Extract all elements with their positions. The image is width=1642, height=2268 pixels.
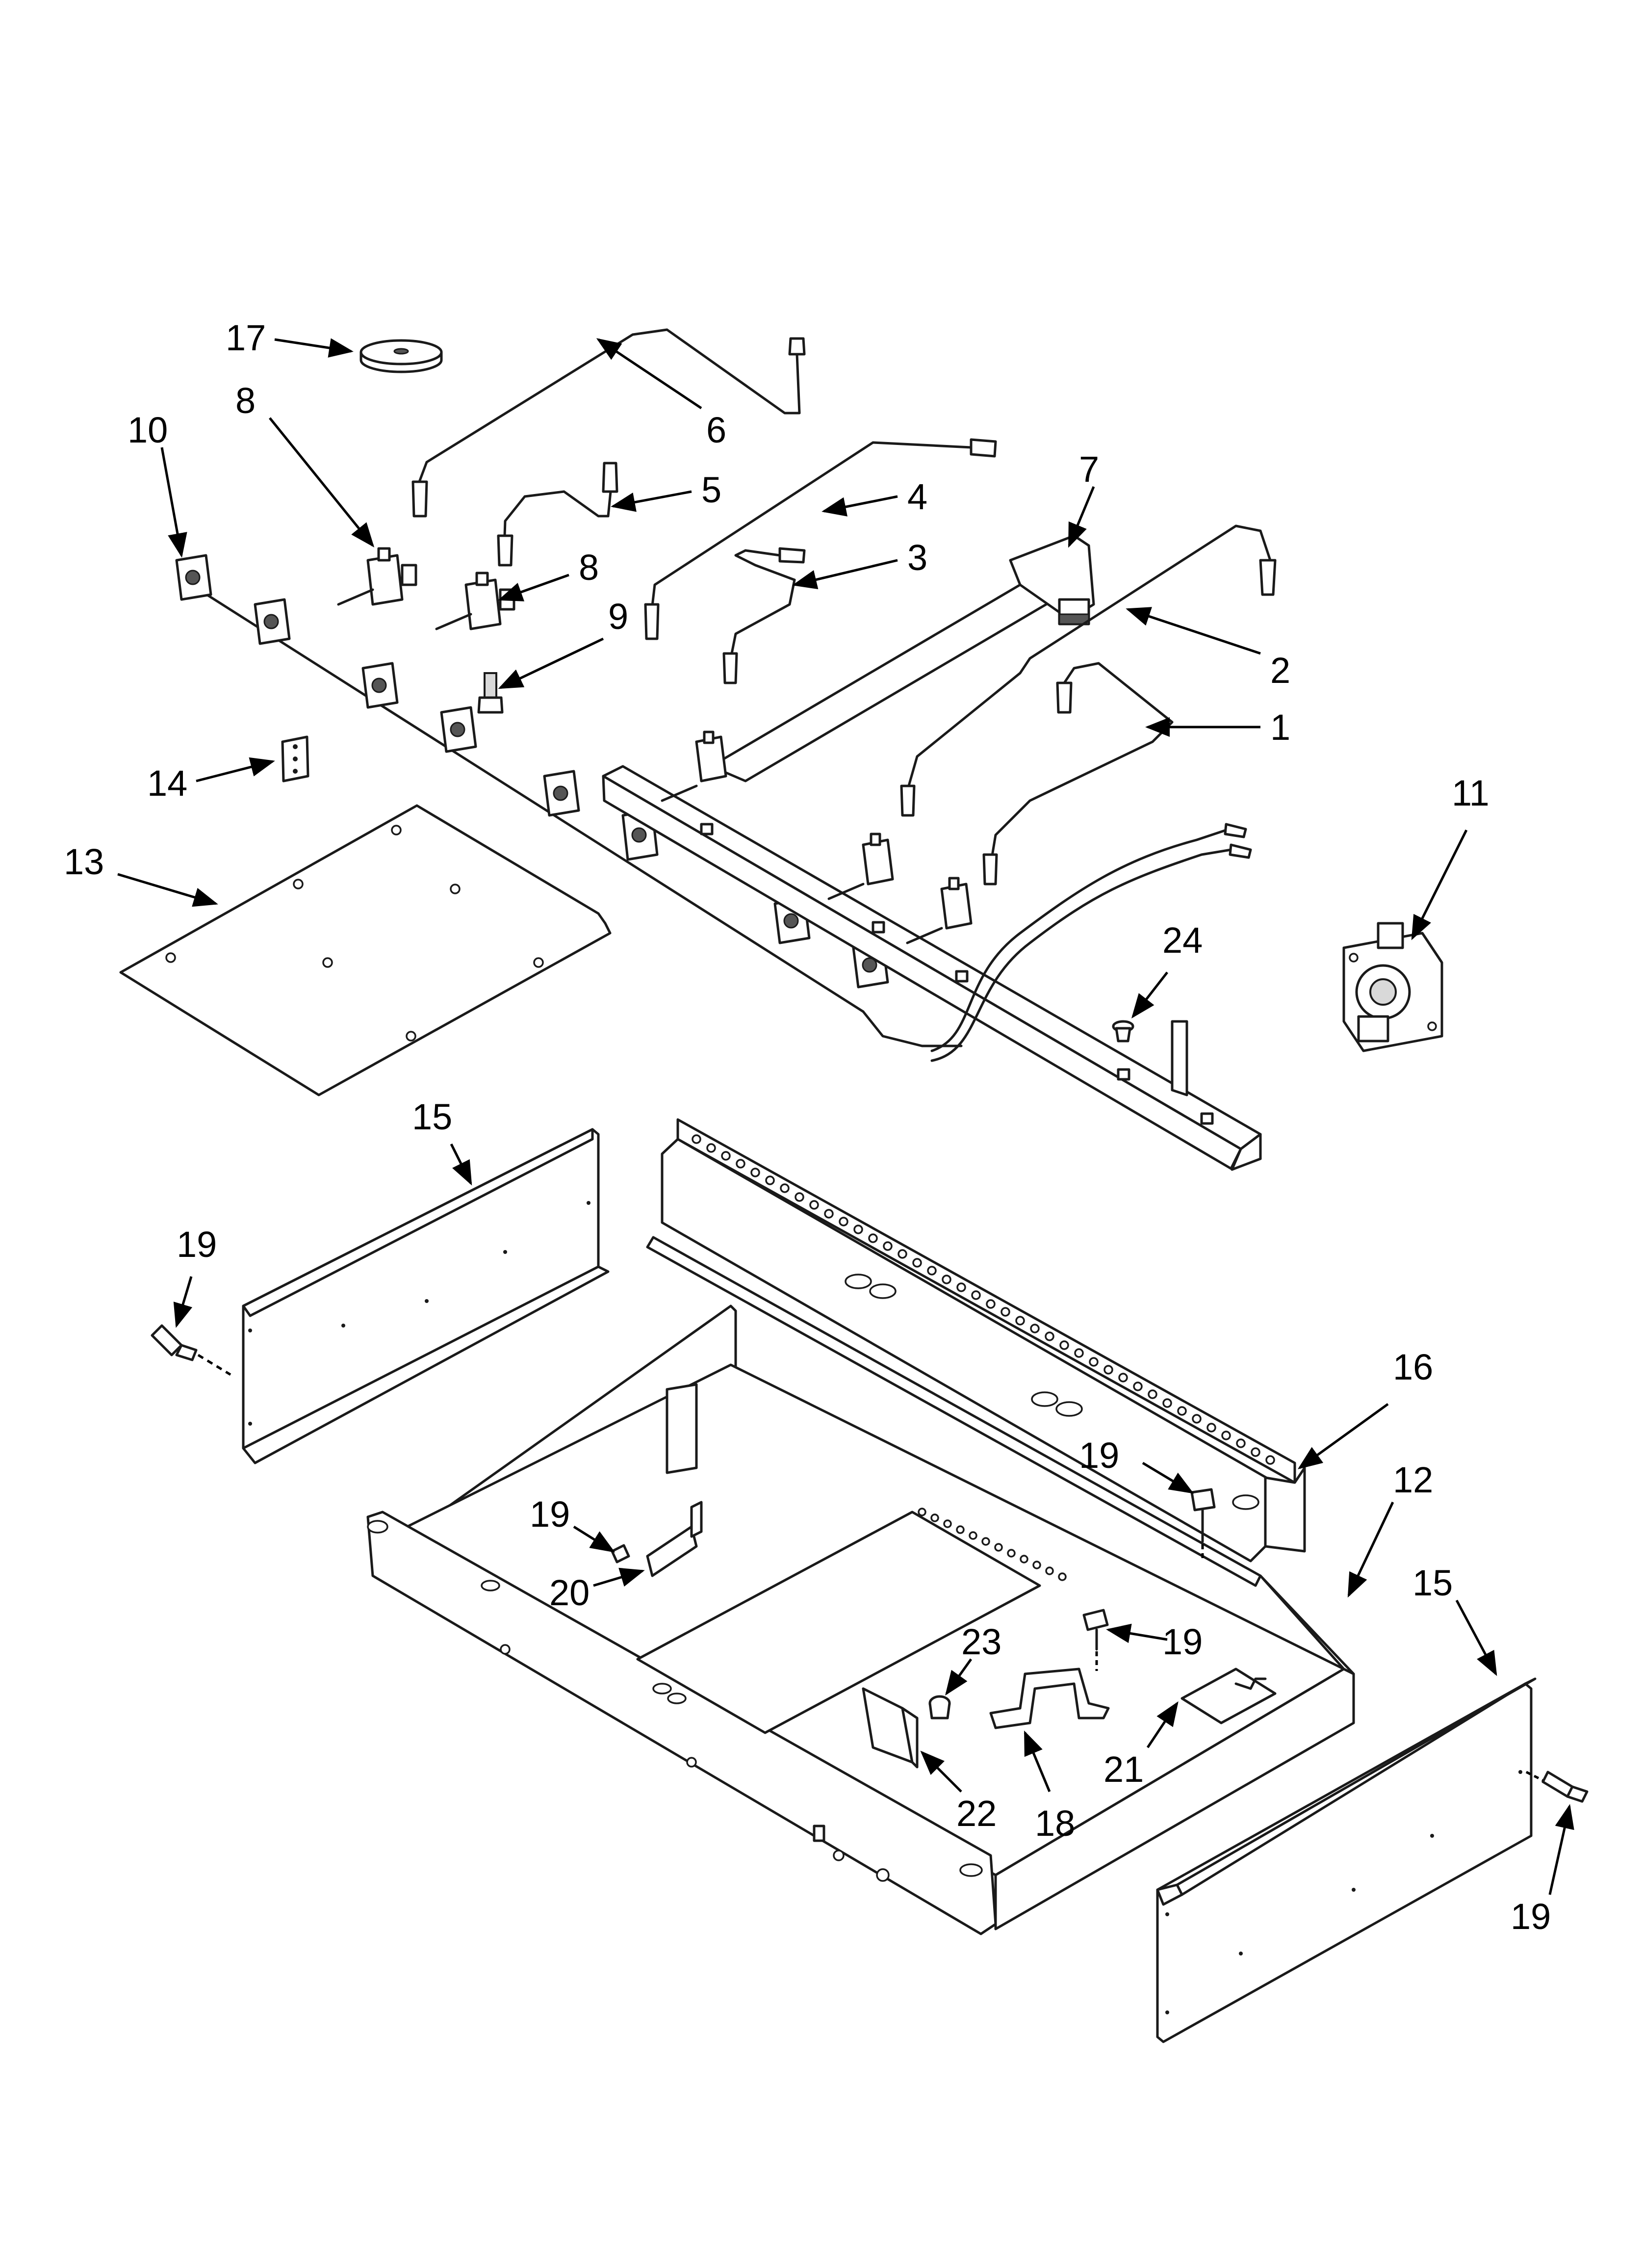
part-22-bracket	[862, 1687, 919, 1769]
part-9-orifice	[477, 672, 504, 714]
part-19-screw-box	[1190, 1488, 1216, 1561]
part-5-gas-tube	[497, 462, 618, 567]
callout-4: 4	[907, 476, 927, 517]
part-23-grommet	[928, 1695, 951, 1720]
part-8-valve-lower	[435, 572, 515, 630]
callout-6: 6	[706, 410, 726, 450]
part-11-pressure-regulator	[1342, 922, 1443, 1052]
callout-22: 22	[956, 1793, 997, 1834]
switch-4	[440, 706, 477, 753]
part-8-valve-upper	[337, 547, 417, 606]
callout-16: 16	[1393, 1347, 1433, 1387]
callout-18: 18	[1035, 1803, 1075, 1844]
part-13-sheet	[119, 804, 612, 1096]
part-6-gas-tube	[411, 328, 806, 518]
callout-20: 20	[549, 1572, 590, 1613]
part-12-base-tray	[366, 1304, 1355, 1935]
callout-14: 14	[147, 763, 187, 804]
manifold-valve-2	[827, 833, 894, 900]
part-19-screw-right	[1525, 1771, 1589, 1803]
switch-3	[361, 662, 399, 709]
part-4-gas-tube	[644, 438, 997, 640]
part-18-bracket	[989, 1668, 1110, 1729]
callout-19-box: 19	[1079, 1435, 1119, 1476]
switch-2	[254, 598, 291, 645]
callout-15-left: 15	[412, 1096, 452, 1137]
part-1-gas-tube	[982, 662, 1174, 886]
callout-leaders	[117, 338, 1574, 1895]
part-3-gas-tube	[722, 547, 806, 684]
callout-8-upper: 8	[235, 380, 256, 421]
callout-labels: 1 2 3 4 5 6 7 8 8 9 10 11 12 13 14 15 15…	[64, 317, 1551, 1937]
part-7-burner-tube	[710, 534, 1095, 782]
part-21-plate	[1180, 1668, 1277, 1724]
switch-1	[175, 554, 212, 601]
floor-ports	[918, 1508, 1067, 1581]
callout-13: 13	[64, 841, 104, 882]
part-16-burner-box	[646, 1118, 1306, 1587]
callout-23: 23	[961, 1621, 1001, 1662]
callout-19-middle: 19	[1162, 1621, 1203, 1662]
callout-19-right: 19	[1511, 1896, 1551, 1937]
part-2-gas-tube	[900, 524, 1277, 817]
callout-19-bracket: 19	[530, 1494, 570, 1535]
callout-7: 7	[1079, 449, 1099, 490]
callout-11: 11	[1452, 773, 1489, 813]
manifold-valve-1	[661, 730, 727, 802]
part-20-bracket	[646, 1501, 703, 1577]
callout-24: 24	[1162, 920, 1203, 961]
part-19-screw-bracket	[611, 1544, 630, 1564]
callout-17: 17	[226, 317, 266, 358]
callout-3: 3	[907, 537, 927, 578]
gas-manifold	[602, 765, 1262, 1171]
part-15-side-panel-right	[1156, 1677, 1537, 2043]
callout-10: 10	[128, 410, 168, 450]
callout-15-right: 15	[1412, 1563, 1453, 1603]
part-19-screw-left	[151, 1324, 231, 1376]
callout-21: 21	[1103, 1749, 1144, 1790]
callout-2: 2	[1270, 650, 1290, 691]
callout-9: 9	[608, 596, 628, 637]
ignition-wires	[930, 823, 1252, 1062]
burner-ports	[692, 1134, 1275, 1465]
part-14-plate	[281, 735, 309, 782]
callout-12: 12	[1393, 1460, 1433, 1500]
callout-1: 1	[1270, 707, 1290, 748]
switch-5	[543, 770, 580, 817]
part-24-plug	[1112, 1020, 1134, 1043]
callout-19-left: 19	[177, 1224, 217, 1265]
callout-8-lower: 8	[579, 547, 599, 588]
manifold-valve-3	[906, 877, 973, 944]
callout-5: 5	[701, 469, 721, 510]
part-17-burner-cap	[359, 339, 443, 373]
part-15-side-panel-left	[242, 1128, 610, 1464]
